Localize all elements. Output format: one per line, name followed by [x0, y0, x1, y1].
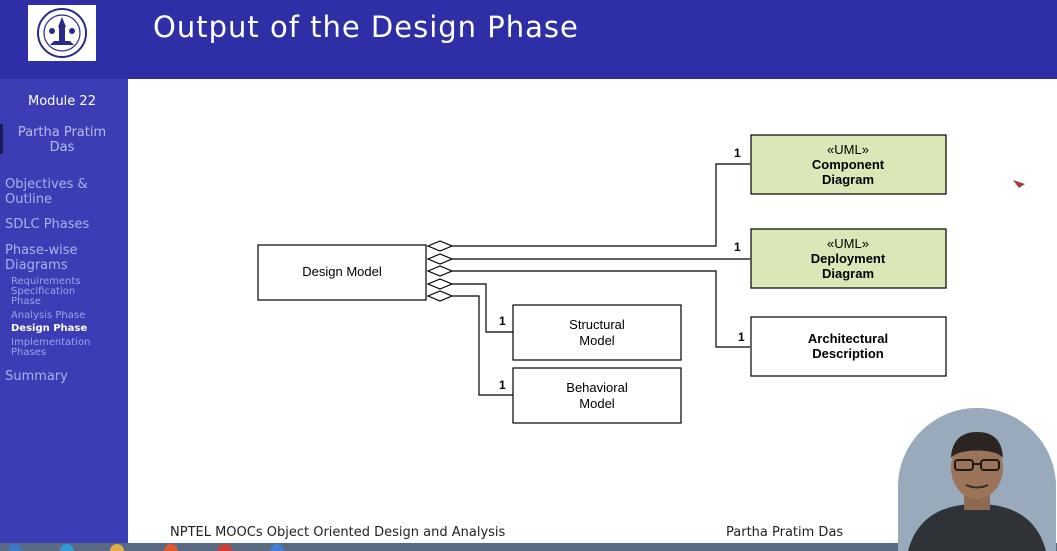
- behavioral-line1: Behavioral: [566, 380, 628, 395]
- multiplicity-deployment: 1: [734, 240, 741, 254]
- architectural-line2: Description: [812, 346, 884, 361]
- sidebar-subitem-implementation[interactable]: Implementation Phases: [11, 337, 91, 358]
- multiplicity-architectural: 1: [738, 330, 745, 344]
- taskbar-ie-icon[interactable]: [60, 544, 74, 551]
- design-model-label: Design Model: [302, 264, 382, 279]
- deployment-stereotype: «UML»: [827, 236, 869, 251]
- sidebar-active-marker: [0, 124, 3, 154]
- sidebar-subitem-design[interactable]: Design Phase: [11, 323, 88, 334]
- diamond-component: [426, 240, 454, 252]
- webcam-overlay: [898, 408, 1056, 551]
- footer-course: NPTEL MOOCs Object Oriented Design and A…: [170, 525, 506, 540]
- sidebar: Module 22 Partha Pratim Das Objectives &…: [0, 0, 128, 551]
- taskbar: [0, 543, 1057, 551]
- architectural-description-box: Architectural Description: [750, 316, 947, 377]
- behavioral-line2: Model: [579, 396, 615, 411]
- sidebar-item-objectives[interactable]: Objectives & Outline: [5, 177, 88, 207]
- sidebar-subitem-requirements[interactable]: Requirements Specification Phase: [11, 276, 81, 307]
- component-line1: Component: [812, 157, 885, 172]
- component-diagram-box: «UML» Component Diagram: [750, 134, 947, 195]
- structural-model-box: Structural Model: [512, 304, 682, 361]
- logo-area: [0, 0, 128, 79]
- sidebar-item-sdlc-phases[interactable]: SDLC Phases: [5, 217, 90, 232]
- aggregation-diamonds: [426, 240, 454, 302]
- sidebar-item-phase-wise-diagrams[interactable]: Phase-wise Diagrams: [5, 243, 78, 273]
- diamond-architectural: [426, 265, 454, 277]
- sidebar-module[interactable]: Module 22: [28, 94, 96, 109]
- page-title: Output of the Design Phase: [153, 10, 579, 44]
- sidebar-author[interactable]: Partha Pratim Das: [17, 125, 107, 155]
- title-bar: Output of the Design Phase: [128, 0, 1057, 79]
- behavioral-model-box: Behavioral Model: [512, 367, 682, 424]
- deployment-line1: Deployment: [811, 251, 886, 266]
- diamond-deployment: [426, 253, 454, 265]
- architectural-line1: Architectural: [808, 331, 888, 346]
- design-model-box: Design Model: [257, 244, 427, 301]
- multiplicity-behavioral: 1: [499, 378, 506, 392]
- sidebar-item-summary[interactable]: Summary: [5, 369, 68, 384]
- component-stereotype: «UML»: [827, 142, 869, 157]
- structural-line1: Structural: [569, 317, 625, 332]
- deployment-diagram-box: «UML» Deployment Diagram: [750, 228, 947, 289]
- component-line2: Diagram: [822, 172, 874, 187]
- taskbar-chrome-icon[interactable]: [218, 544, 232, 551]
- footer-author: Partha Pratim Das: [726, 525, 844, 540]
- pointer-icon: [1013, 180, 1025, 188]
- iit-logo: [28, 5, 96, 61]
- deployment-line2: Diagram: [822, 266, 874, 281]
- taskbar-media-icon[interactable]: [164, 544, 178, 551]
- diamond-behavioral: [426, 290, 454, 302]
- taskbar-app-icon[interactable]: [270, 544, 284, 551]
- multiplicity-component: 1: [734, 146, 741, 160]
- sidebar-subitem-analysis[interactable]: Analysis Phase: [11, 310, 86, 321]
- taskbar-folder-icon[interactable]: [110, 544, 124, 551]
- connector-lines: [452, 163, 750, 396]
- taskbar-start-icon[interactable]: [8, 544, 22, 551]
- structural-line2: Model: [579, 333, 615, 348]
- multiplicity-structural: 1: [499, 314, 506, 328]
- diamond-structural: [426, 278, 454, 290]
